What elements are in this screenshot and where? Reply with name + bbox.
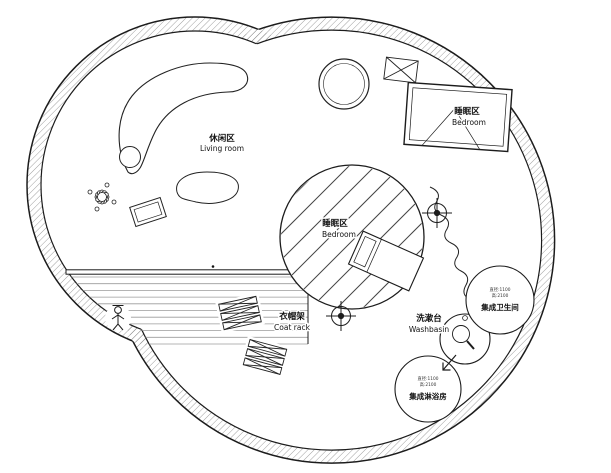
bathroom-pod-circle [465, 265, 535, 335]
coat-rack-2 [239, 335, 291, 379]
coat-rack-1 [215, 292, 265, 334]
bathroom-spec-2: 高:2100 [492, 292, 509, 299]
faucet-icon [466, 340, 475, 350]
plant-icon [87, 182, 117, 212]
direction-arrow [442, 354, 457, 371]
label-bedroom-upper-en: Bedroom [452, 118, 486, 127]
label-bathroom: 集成卫生间 [480, 302, 519, 312]
label-washbasin-zh: 洗漱台 [416, 313, 442, 324]
blanket-fold [421, 108, 481, 150]
shower-spec-1: 直径:1100 [418, 375, 439, 382]
inner-wall-main-outline [121, 29, 543, 451]
basin-bowl [452, 325, 470, 343]
door-dot [211, 265, 215, 268]
label-washbasin-en: Washbasin [409, 325, 450, 334]
round-table [318, 58, 370, 110]
partition-wall [65, 269, 309, 275]
label-living-zh: 休闲区 [208, 133, 235, 144]
ottoman [119, 146, 141, 168]
pillow [353, 235, 377, 268]
label-living-en: Living room [200, 144, 244, 153]
person-icon [105, 305, 131, 331]
label-bedroom-center-zh: 睡眠区 [322, 218, 348, 229]
shower-pod-circle [394, 355, 462, 423]
faucet-knob [462, 315, 468, 321]
label-coat-rack-en: Coat rack [274, 323, 311, 332]
washbasin-circle [439, 313, 491, 365]
label-coat-rack-zh: 衣帽架 [279, 311, 305, 322]
living-room-group [87, 62, 249, 228]
stool [129, 196, 167, 228]
washbasin-group [439, 313, 491, 365]
bathroom-spec-1: 直径:1100 [490, 286, 511, 293]
shower-spec-2: 高:2100 [420, 381, 437, 388]
label-bedroom-upper-zh: 睡眠区 [454, 106, 480, 117]
curtain-wave [429, 186, 469, 299]
crossed-box-icon [383, 56, 419, 84]
coffee-table [176, 171, 239, 204]
bed-center [347, 230, 425, 292]
label-shower: 集成淋浴房 [408, 391, 447, 401]
bed-upper [403, 81, 513, 153]
target-marker-icon [422, 198, 452, 228]
label-bedroom-center-en: Bedroom [322, 230, 356, 239]
target-marker-icon-2 [326, 301, 356, 331]
outer-wall-main-outline [107, 16, 556, 464]
curved-sofa [118, 62, 249, 175]
